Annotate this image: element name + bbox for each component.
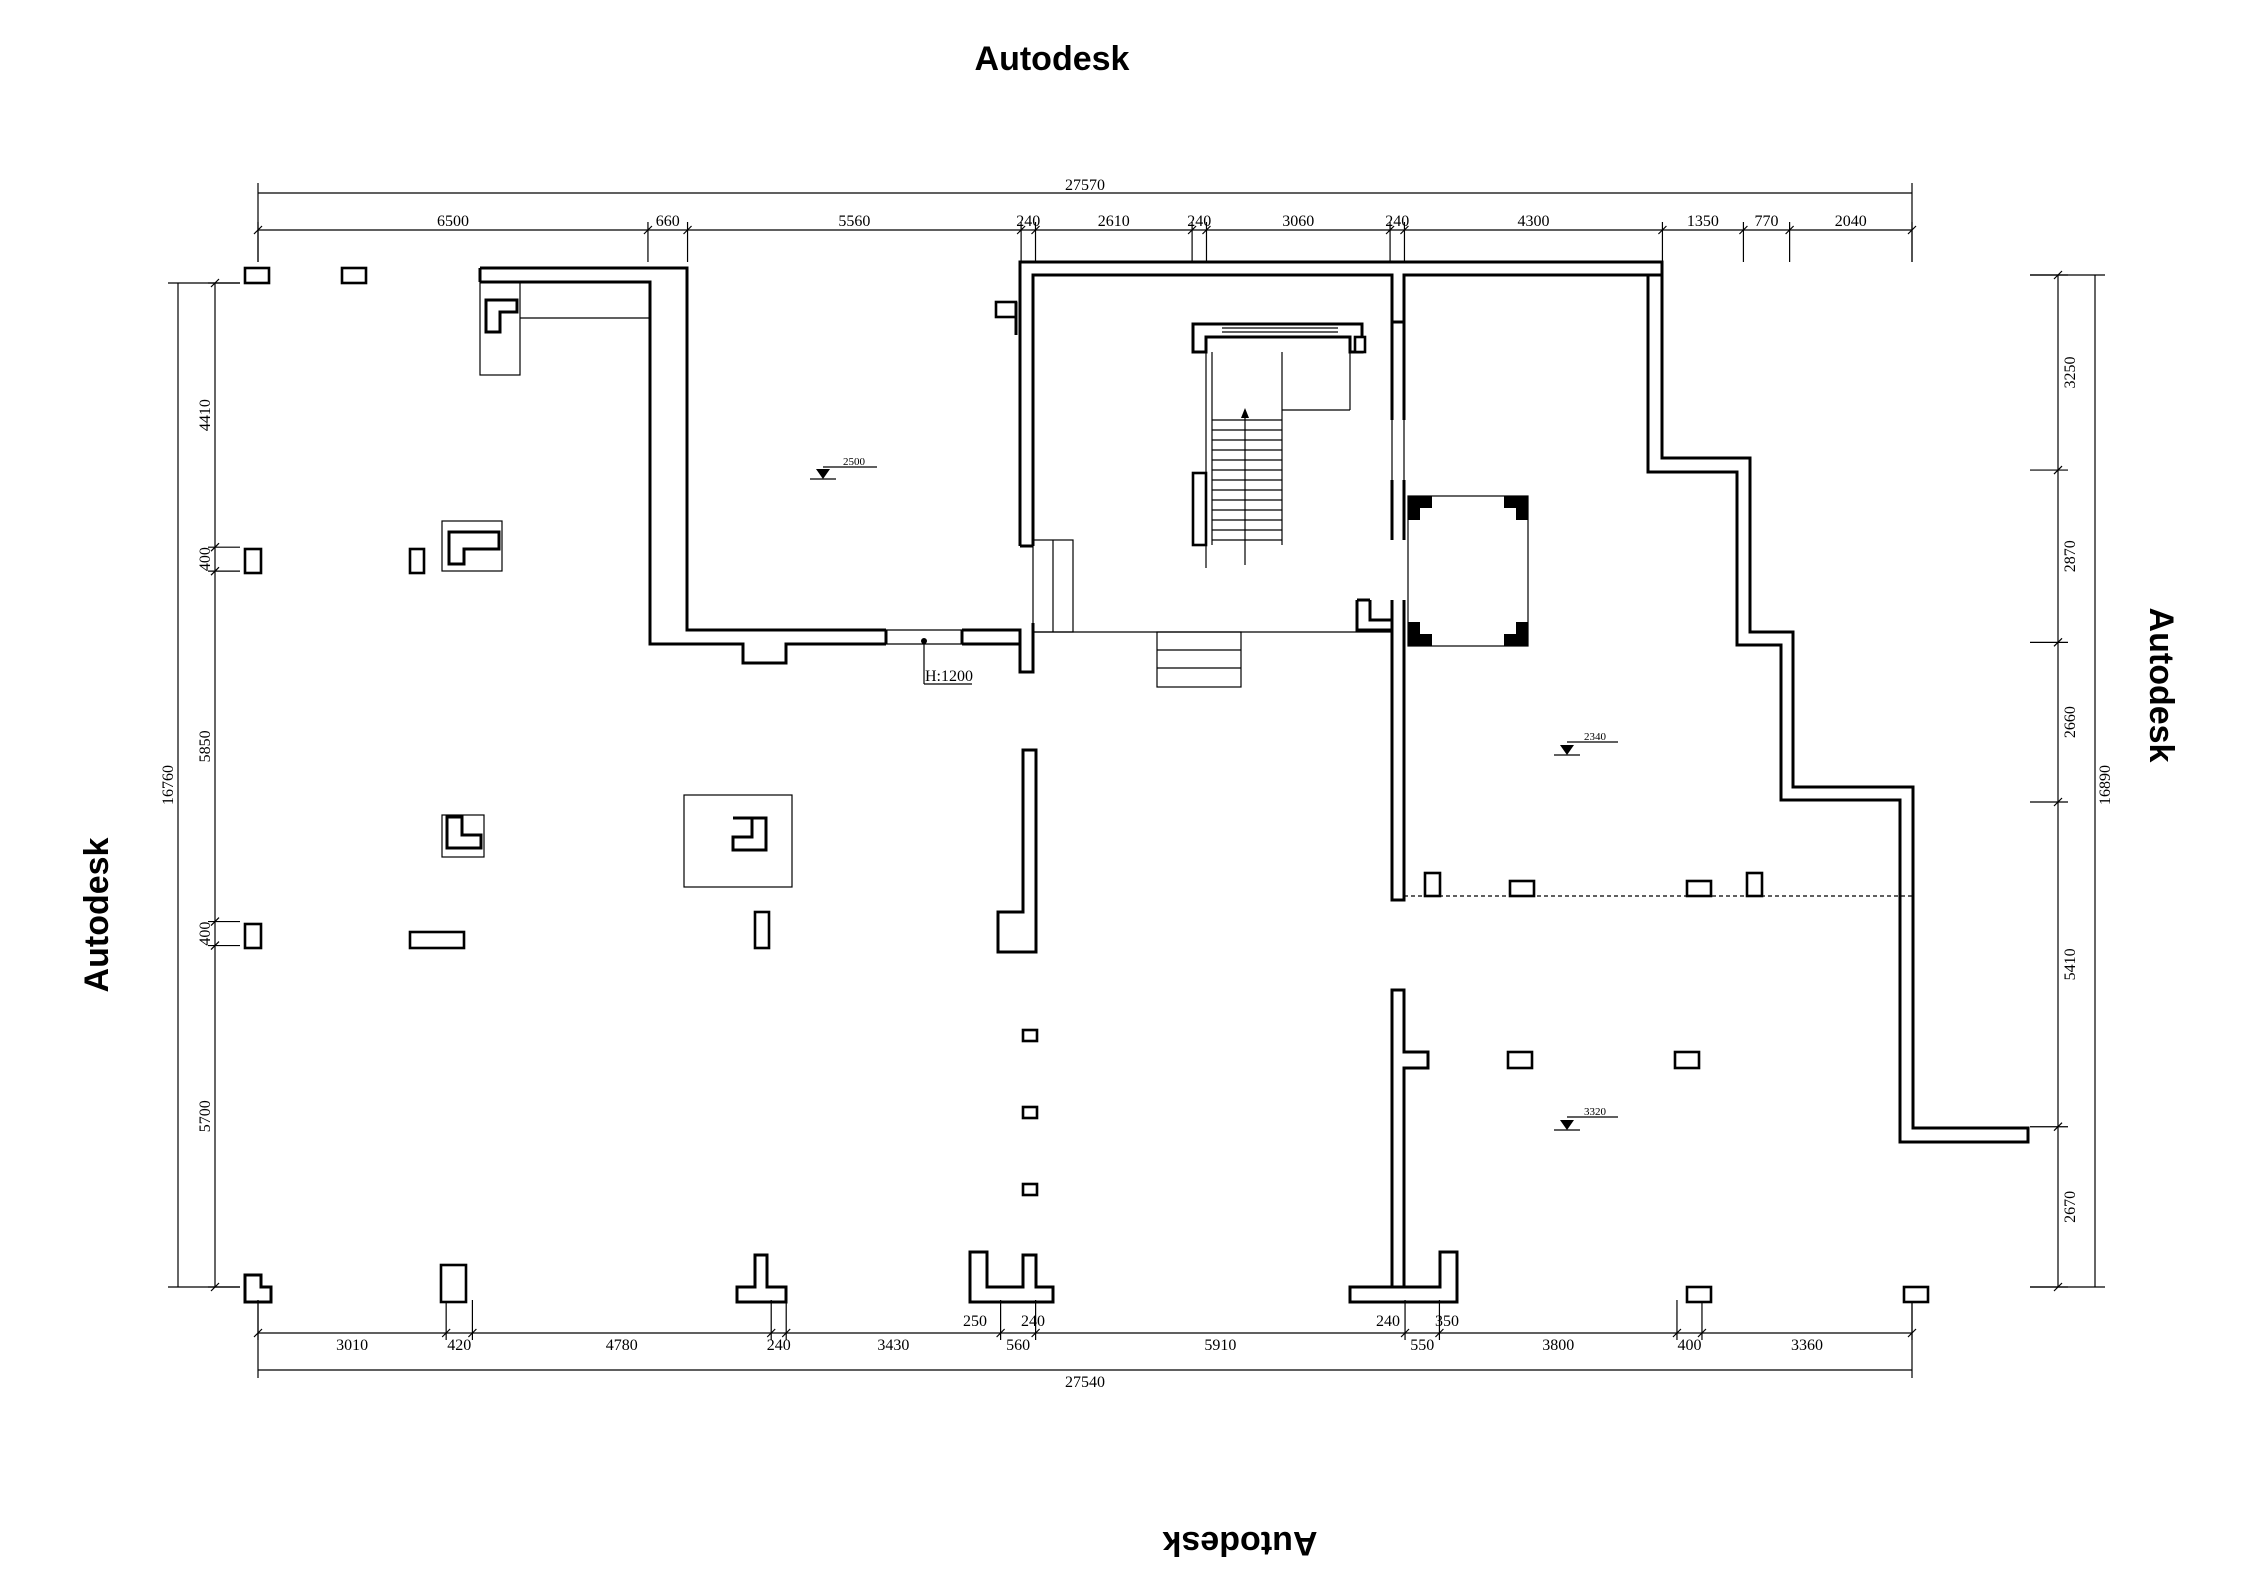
dim-bottom-seg-6: 5910 — [1204, 1337, 1236, 1354]
dim-top-seg-2: 5560 — [838, 213, 870, 230]
dim-bottom-sub-3: 350 — [1435, 1313, 1459, 1330]
height-note: H:1200 — [921, 638, 973, 685]
dim-right-seg-1: 2870 — [2062, 540, 2079, 572]
watermark-top: Autodesk — [975, 40, 1130, 78]
level-label-2: 2340 — [1584, 731, 1607, 743]
dim-left-seg-2: 5850 — [197, 730, 214, 762]
dim-bottom-seg-3: 240 — [767, 1337, 791, 1354]
dim-right-seg-0: 3250 — [2062, 357, 2079, 389]
dim-top-seg-10: 770 — [1755, 213, 1779, 230]
dim-top-seg-11: 2040 — [1835, 213, 1867, 230]
dim-bottom-seg-2: 4780 — [606, 1337, 638, 1354]
dim-top-overall: 27570 — [1065, 177, 1105, 194]
building-walls — [478, 260, 2030, 1289]
left-dimensions: 16760 4410 400 5850 400 5700 — [160, 278, 240, 1292]
dim-left-overall: 16760 — [160, 765, 177, 805]
dim-bottom-sub-2: 240 — [1376, 1313, 1400, 1330]
dim-top-seg-0: 6500 — [437, 213, 469, 230]
dim-left-seg-4: 5700 — [197, 1100, 214, 1132]
level-label-3: 3320 — [1584, 1106, 1607, 1118]
dim-bottom-seg-8: 3800 — [1542, 1337, 1574, 1354]
dim-bottom-seg-7: 550 — [1410, 1337, 1434, 1354]
dim-left-seg-0: 4410 — [197, 399, 214, 431]
dim-bottom-sub-0: 250 — [963, 1313, 987, 1330]
dim-left-seg-3: 400 — [197, 922, 214, 946]
level-marker-2: 2340 — [1554, 731, 1618, 756]
dim-bottom-seg-9: 400 — [1677, 1337, 1701, 1354]
watermark-right: Autodesk — [2142, 608, 2180, 763]
dim-right-seg-4: 2670 — [2062, 1191, 2079, 1223]
top-dimensions: 27570 6500 660 5560 240 2610 240 3060 240 4300 13… — [253, 177, 1917, 262]
dim-right-overall: 16890 — [2097, 765, 2114, 805]
dim-top-seg-6: 3060 — [1282, 213, 1314, 230]
dim-top-seg-3: 240 — [1016, 213, 1040, 230]
dim-top-seg-4: 2610 — [1098, 213, 1130, 230]
pavilion — [1407, 495, 1529, 647]
entry-steps — [1032, 539, 1242, 688]
right-dimensions: 16890 3250 2870 2660 5410 2670 — [2030, 270, 2114, 1292]
dim-top-seg-7: 240 — [1385, 213, 1409, 230]
dim-bottom-seg-1: 420 — [447, 1337, 471, 1354]
dim-top-seg-5: 240 — [1187, 213, 1211, 230]
level-marker-3: 3320 — [1554, 1106, 1618, 1131]
dim-right-seg-2: 2660 — [2062, 706, 2079, 738]
fixtures — [441, 281, 793, 888]
dim-bottom-sub-1: 240 — [1021, 1313, 1045, 1330]
dim-top-seg-1: 660 — [656, 213, 680, 230]
dim-bottom-seg-4: 3430 — [877, 1337, 909, 1354]
dim-top-seg-8: 4300 — [1517, 213, 1549, 230]
staircase — [1191, 322, 1367, 568]
bottom-dimensions: 27540 3010 420 4780 240 3430 560 5910 550 3800 40… — [253, 1300, 1917, 1391]
dim-bottom-seg-0: 3010 — [336, 1337, 368, 1354]
dim-top-seg-9: 1350 — [1687, 213, 1719, 230]
level-marker-1: 2500 — [810, 456, 877, 480]
watermark-left: Autodesk — [78, 837, 116, 992]
dim-left-seg-1: 400 — [197, 547, 214, 571]
level-label-1: 2500 — [843, 456, 866, 468]
watermark-bottom: Autodesk — [1162, 1524, 1317, 1562]
height-note-label: H:1200 — [925, 668, 973, 685]
dim-bottom-overall: 27540 — [1065, 1374, 1105, 1391]
columns — [243, 266, 1930, 1304]
dim-bottom-seg-10: 3360 — [1791, 1337, 1823, 1354]
dim-right-seg-3: 5410 — [2062, 948, 2079, 980]
dim-bottom-seg-5: 560 — [1006, 1337, 1030, 1354]
